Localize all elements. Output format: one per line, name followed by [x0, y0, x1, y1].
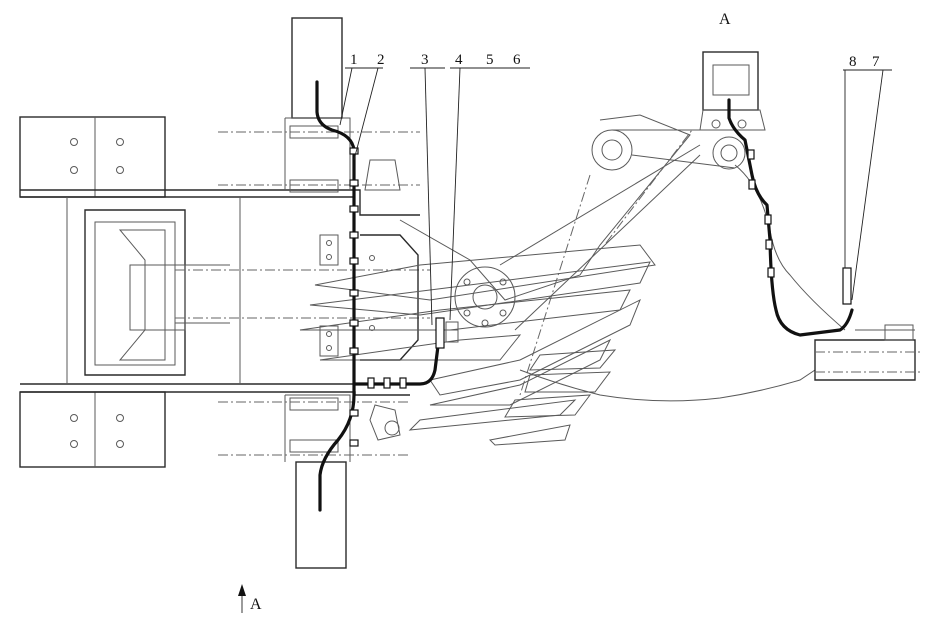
callout-8: 8: [849, 54, 857, 70]
view-a-title: A: [719, 11, 731, 28]
boom-arm: [299, 114, 846, 446]
bottom-left-plate: [19, 391, 166, 468]
callout-2: 2: [377, 52, 385, 68]
callout-leaders: [238, 67, 892, 613]
callout-7: 7: [872, 54, 880, 70]
pressure-switch: [435, 317, 445, 349]
callout-6: 6: [513, 52, 521, 68]
view-arrow-head: [238, 584, 246, 596]
branch-hose-line: [352, 328, 442, 386]
inner-frame: [84, 209, 186, 376]
hose-assembly-left: [315, 80, 459, 512]
front-frame: [19, 17, 430, 569]
bottom-wheel-hub: [295, 461, 347, 569]
callout-1: 1: [350, 52, 358, 68]
view-a-sensor: [842, 267, 852, 305]
view-a-detail: [699, 51, 920, 381]
top-left-plate: [19, 116, 166, 198]
callout-4: 4: [455, 52, 463, 68]
main-hose-line: [315, 80, 356, 512]
callout-3: 3: [421, 52, 429, 68]
callout-5: 5: [486, 52, 494, 68]
view-a-hose-line: [727, 98, 854, 337]
view-arrow-label: A: [250, 596, 262, 613]
